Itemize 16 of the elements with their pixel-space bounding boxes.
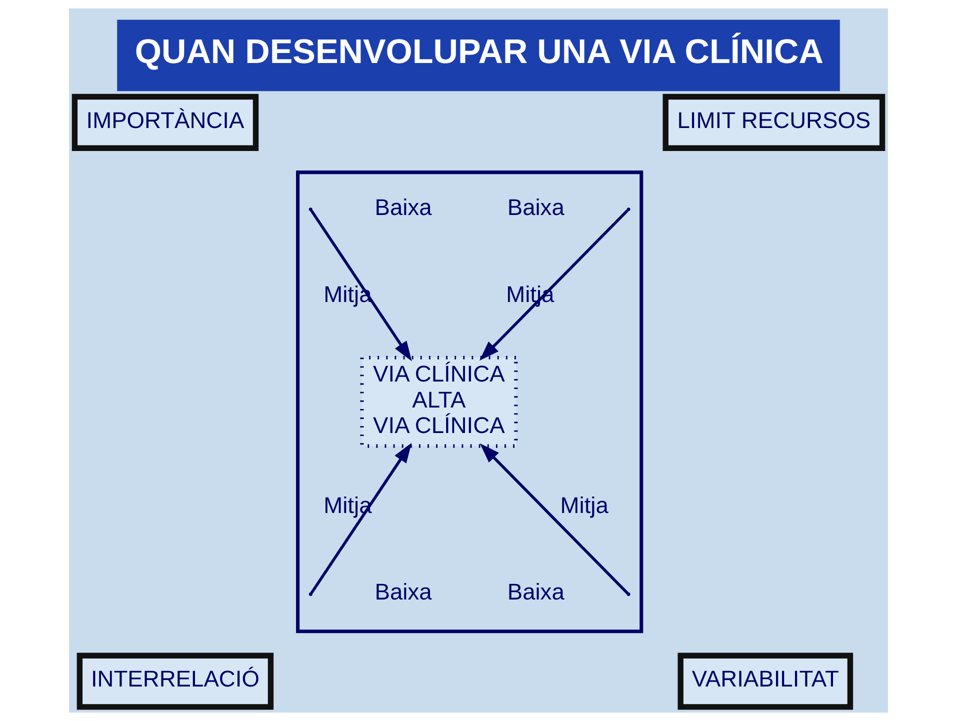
arrow	[478, 210, 628, 361]
cluster	[296, 170, 643, 634]
arrow	[310, 442, 412, 594]
node-box: LIMIT RECURSOS	[662, 94, 885, 151]
label: Baixa	[506, 578, 564, 605]
node-box: INTERRELACIÓ	[76, 652, 274, 710]
label: Baixa	[506, 194, 564, 220]
node-box: IMPORTÀNCIA	[71, 94, 258, 151]
label: Baixa	[374, 194, 432, 220]
arrow	[479, 443, 628, 594]
label: Mitja	[560, 492, 608, 518]
node-box: VIA CLÍNICA ALTA VIA CLÍNICA	[360, 356, 518, 448]
node-box: VARIABILITAT	[677, 652, 853, 710]
label: Baixa	[374, 578, 432, 605]
diagram-title: QUAN DESENVOLUPAR UNA VIA CLÍNICA	[134, 32, 823, 71]
arrow	[310, 210, 412, 362]
